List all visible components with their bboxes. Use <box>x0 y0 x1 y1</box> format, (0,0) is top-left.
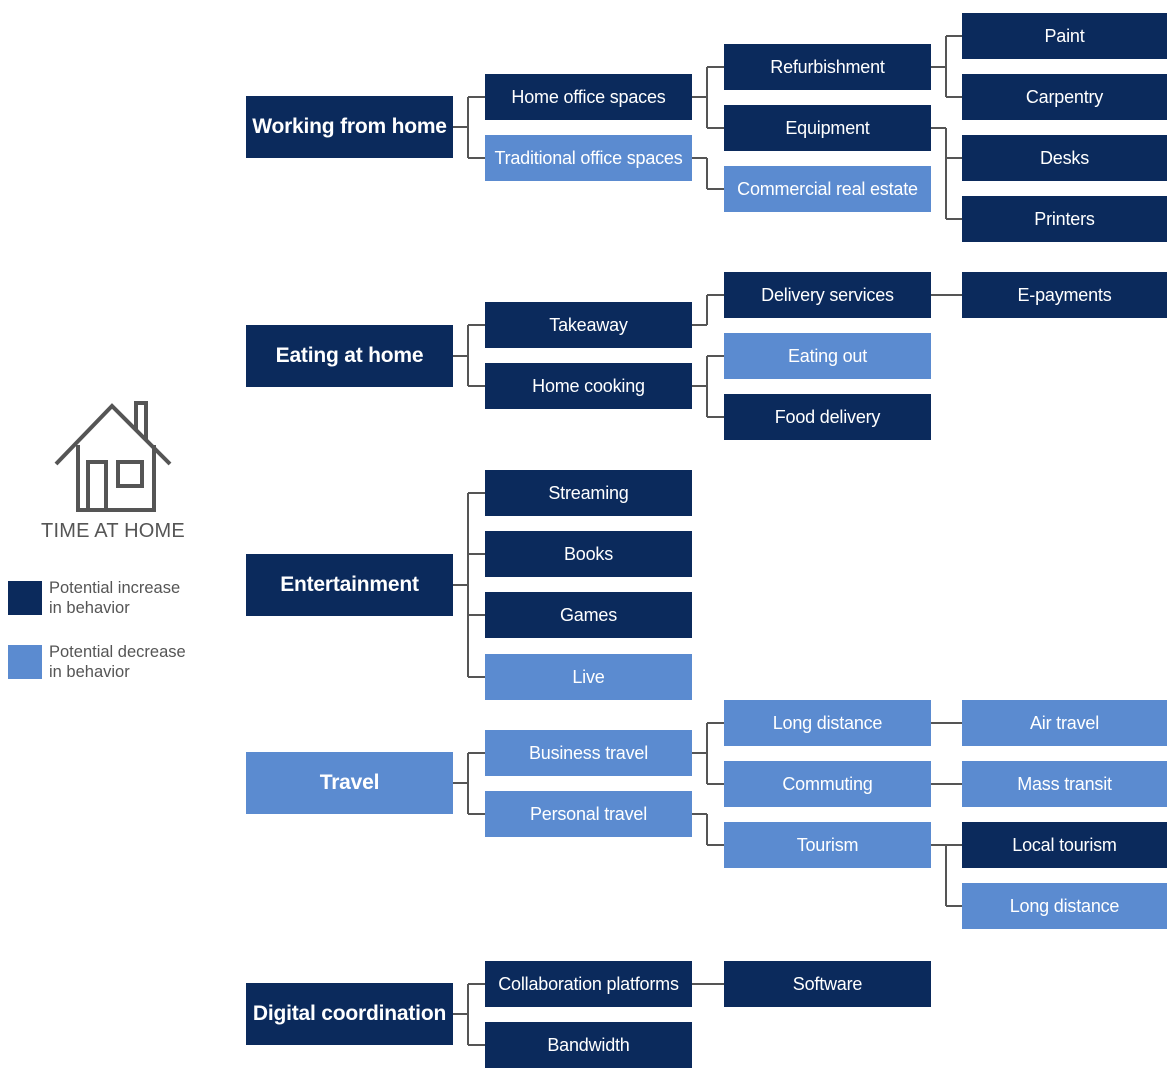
node-local-tourism: Local tourism <box>962 822 1167 868</box>
node-desks: Desks <box>962 135 1167 181</box>
node-long-distance-1: Long distance <box>724 700 931 746</box>
node-carpentry: Carpentry <box>962 74 1167 120</box>
legend-swatch-increase <box>8 581 42 615</box>
node-commercial-real-estate: Commercial real estate <box>724 166 931 212</box>
node-eating-out: Eating out <box>724 333 931 379</box>
node-commuting: Commuting <box>724 761 931 807</box>
node-refurbishment: Refurbishment <box>724 44 931 90</box>
node-printers: Printers <box>962 196 1167 242</box>
node-personal-travel: Personal travel <box>485 791 692 837</box>
node-business-travel: Business travel <box>485 730 692 776</box>
node-delivery-services: Delivery services <box>724 272 931 318</box>
node-live: Live <box>485 654 692 700</box>
node-working-from-home: Working from home <box>246 96 453 158</box>
node-digital-coordination: Digital coordination <box>246 983 453 1045</box>
house-icon <box>54 401 172 512</box>
node-streaming: Streaming <box>485 470 692 516</box>
node-equipment: Equipment <box>724 105 931 151</box>
legend-swatch-decrease <box>8 645 42 679</box>
node-tourism: Tourism <box>724 822 931 868</box>
node-entertainment: Entertainment <box>246 554 453 616</box>
node-home-office-spaces: Home office spaces <box>485 74 692 120</box>
node-takeaway: Takeaway <box>485 302 692 348</box>
node-home-cooking: Home cooking <box>485 363 692 409</box>
node-air-travel: Air travel <box>962 700 1167 746</box>
node-bandwidth: Bandwidth <box>485 1022 692 1068</box>
node-food-delivery: Food delivery <box>724 394 931 440</box>
node-games: Games <box>485 592 692 638</box>
node-eating-at-home: Eating at home <box>246 325 453 387</box>
node-software: Software <box>724 961 931 1007</box>
node-e-payments: E-payments <box>962 272 1167 318</box>
node-traditional-office-spaces: Traditional office spaces <box>485 135 692 181</box>
node-travel: Travel <box>246 752 453 814</box>
node-books: Books <box>485 531 692 577</box>
node-long-distance-2: Long distance <box>962 883 1167 929</box>
home-title: TIME AT HOME <box>41 520 185 542</box>
node-collaboration-platforms: Collaboration platforms <box>485 961 692 1007</box>
node-paint: Paint <box>962 13 1167 59</box>
node-mass-transit: Mass transit <box>962 761 1167 807</box>
